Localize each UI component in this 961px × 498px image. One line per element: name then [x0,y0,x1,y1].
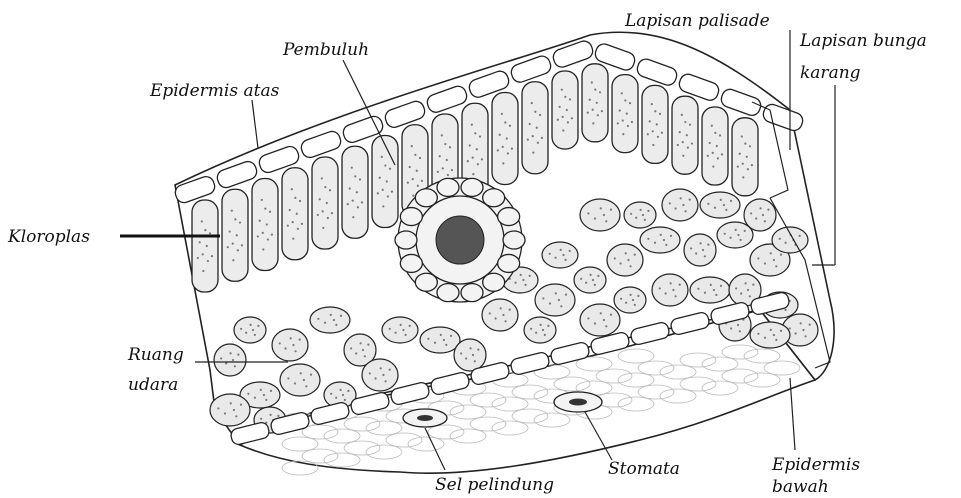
label-epidermis-bawah-line1: Epidermis [771,455,860,475]
palisade-cell [642,85,668,163]
spongy-cell [454,339,486,371]
label-stomata: Stomata [608,459,680,479]
bundle-sheath-cell [483,273,505,291]
spongy-cell [234,317,266,343]
spongy-cell [524,317,556,343]
bundle-sheath-cell [415,273,437,291]
label-ruang-udara-line1: Ruang [127,345,184,365]
spongy-cell [750,322,790,348]
label-lapisan-palisade: Lapisan palisade [624,11,770,31]
spongy-cell [420,327,460,353]
palisade-cell [522,82,548,174]
label-sel-pelindung: Sel pelindung [435,475,554,495]
palisade-cell [702,107,728,185]
bundle-sheath-cell [503,231,525,249]
palisade-cell [312,157,338,249]
spongy-cell [535,284,575,316]
spongy-cell [652,274,688,306]
label-lapisan-bunga-karang-line1: Lapisan bunga [799,31,927,51]
label-lapisan-bunga-karang-line2: karang [800,63,861,83]
label-epidermis-bawah-line2: bawah [772,477,829,497]
spongy-cell [624,202,656,228]
palisade-cell [582,64,608,142]
bundle-sheath-cell [415,189,437,207]
bundle-sheath-cell [461,284,483,302]
label-pembuluh: Pembuluh [282,40,369,60]
bundle-sheath-cell [400,208,422,226]
spongy-cell [700,192,740,218]
spongy-cell [362,359,398,391]
label-epidermis-atas: Epidermis atas [149,81,280,101]
spongy-cell [640,227,680,253]
spongy-cell [684,234,716,266]
palisade-cell [192,200,218,292]
palisade-cell [612,75,638,153]
palisade-cell [282,168,308,260]
spongy-cell [607,244,643,276]
label-ruang-udara-line2: udara [128,375,178,395]
spongy-cell [580,304,620,336]
palisade-cell [492,92,518,184]
spongy-cell [744,199,776,231]
spongy-cell [772,227,808,253]
spongy-cell [382,317,418,343]
bundle-sheath-cell [400,254,422,272]
palisade-cell [222,189,248,281]
bundle-sheath-cell [395,231,417,249]
spongy-cell [614,287,646,313]
bundle-sheath-cell [498,254,520,272]
palisade-cell [732,118,758,196]
spongy-cell [210,394,250,426]
palisade-cell [372,136,398,228]
spongy-cell [690,277,730,303]
spongy-cell [214,344,246,376]
bundle-sheath-cell [437,284,459,302]
palisade-cell [342,146,368,238]
spongy-cell [482,299,518,331]
palisade-cell [552,71,578,149]
spongy-cell [310,307,350,333]
bundle-sheath-cell [437,178,459,196]
spongy-cell [542,242,578,268]
spongy-cell [272,329,308,361]
label-kloroplas: Kloroplas [7,227,90,247]
palisade-cell [252,179,278,271]
spongy-cell [574,267,606,293]
spongy-cell [280,364,320,396]
spongy-cell [580,199,620,231]
palisade-cell [672,96,698,174]
bundle-sheath-cell [498,208,520,226]
spongy-cell [662,189,698,221]
bundle-sheath-cell [483,189,505,207]
bundle-sheath-cell [461,178,483,196]
